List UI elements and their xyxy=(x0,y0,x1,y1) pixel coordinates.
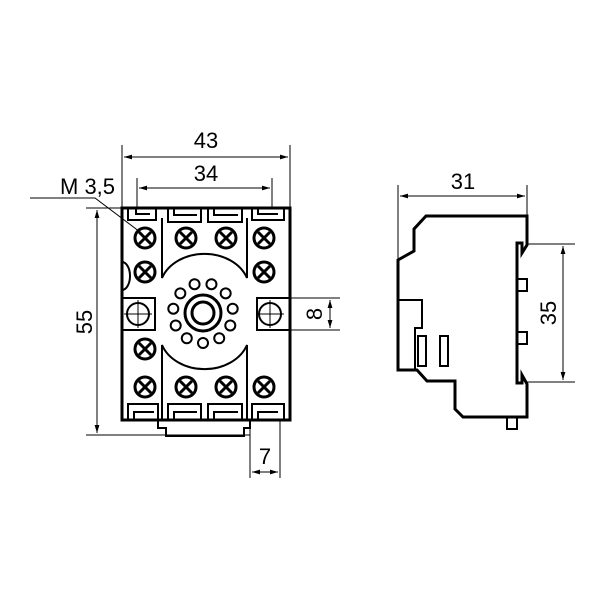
center-ring xyxy=(183,293,223,333)
screw-label: M 3,5 xyxy=(60,174,115,199)
front-view: 43 34 M 3,5 55 8 7 xyxy=(30,128,340,478)
dim-34: 34 xyxy=(194,161,218,186)
lower-hub xyxy=(161,344,248,420)
release-tab xyxy=(506,416,518,430)
socket-pin xyxy=(226,302,239,315)
side-tab xyxy=(439,335,449,367)
top-terminals xyxy=(127,208,285,223)
socket-pin xyxy=(188,278,201,291)
dim-43: 43 xyxy=(194,128,218,153)
screw-icon xyxy=(174,226,198,250)
side-latch xyxy=(398,299,423,370)
screw-icon xyxy=(174,375,198,399)
screw-icon xyxy=(252,375,276,399)
side-tab xyxy=(417,335,427,367)
screw-icon xyxy=(214,226,238,250)
dim-7: 7 xyxy=(259,444,271,469)
rail-clip xyxy=(516,331,528,345)
center-hole xyxy=(190,300,216,326)
socket-pin xyxy=(174,287,187,300)
screw-icon xyxy=(133,226,157,250)
dim-31: 31 xyxy=(451,169,475,194)
socket-pins xyxy=(167,278,239,349)
dim-8: 8 xyxy=(302,308,327,320)
terminal-screws xyxy=(133,226,276,399)
upper-hub xyxy=(161,218,248,279)
dimension-lines xyxy=(30,145,340,478)
mount-left xyxy=(121,297,156,331)
socket-pin xyxy=(167,302,180,315)
side-body xyxy=(396,214,529,419)
screw-icon xyxy=(252,260,276,284)
dim-55: 55 xyxy=(72,310,97,334)
screw-icon xyxy=(133,375,157,399)
screw-icon xyxy=(214,375,238,399)
bottom-clip xyxy=(157,420,251,437)
rail-clip xyxy=(516,278,528,292)
socket-pin xyxy=(213,332,226,345)
socket-pin xyxy=(205,278,218,291)
socket-pin xyxy=(219,287,232,300)
socket-pin xyxy=(169,319,182,332)
bottom-terminals xyxy=(127,403,285,420)
screw-icon xyxy=(133,337,157,361)
screw-icon xyxy=(133,260,157,284)
socket-pin xyxy=(180,332,193,345)
dim-35: 35 xyxy=(536,301,561,325)
socket-pin xyxy=(197,337,209,349)
socket-pin xyxy=(224,319,237,332)
screw-icon xyxy=(252,226,276,250)
side-view: 31 35 xyxy=(396,169,575,430)
mount-right xyxy=(256,297,291,331)
